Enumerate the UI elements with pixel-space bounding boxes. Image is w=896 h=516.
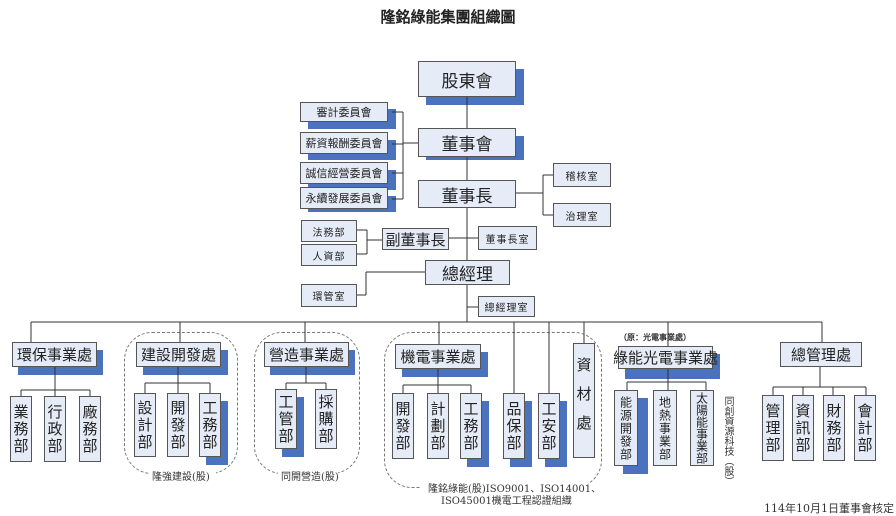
dept-safety[interactable]: 工安部 <box>538 393 560 459</box>
board-box[interactable]: 董事會 <box>418 128 516 157</box>
committee-sustainability[interactable]: 永續發展委員會 <box>300 187 388 209</box>
group-note-mep-iso-2: ISO45001機電工程認證組織 <box>441 496 572 507</box>
division-materials[interactable]: 資材處 <box>573 343 595 458</box>
dept-mep-development[interactable]: 開發部 <box>392 393 414 459</box>
dept-development[interactable]: 開發部 <box>167 393 189 457</box>
hr-dept-box[interactable]: 人資部 <box>301 244 357 266</box>
dept-geothermal[interactable]: 地熱事業部 <box>653 390 677 466</box>
dept-procurement[interactable]: 採購部 <box>315 389 337 449</box>
dept-env-plant[interactable]: 廠務部 <box>79 396 101 462</box>
legal-dept-box[interactable]: 法務部 <box>301 220 357 242</box>
dept-it[interactable]: 資訊部 <box>792 395 814 461</box>
committee-integrity[interactable]: 誠信經營委員會 <box>300 162 388 184</box>
dept-management[interactable]: 管理部 <box>762 395 784 461</box>
dept-solar[interactable]: 太陽能事業部 <box>690 390 714 466</box>
env-office-box[interactable]: 環管室 <box>301 284 357 307</box>
general-manager-box[interactable]: 總經理 <box>425 260 510 285</box>
dept-finance[interactable]: 財務部 <box>823 395 845 461</box>
dept-quality-assurance[interactable]: 品保部 <box>503 393 525 459</box>
audit-office-box[interactable]: 稽核室 <box>553 163 611 187</box>
committee-audit[interactable]: 審計委員會 <box>300 102 388 122</box>
committee-compensation[interactable]: 薪資報酬委員會 <box>300 132 388 154</box>
dept-env-sales[interactable]: 業務部 <box>10 396 32 462</box>
dept-energy-development[interactable]: 能源開發部 <box>614 390 638 466</box>
division-mep[interactable]: 機電事業處 <box>395 344 481 369</box>
dept-mep-planning[interactable]: 計劃部 <box>427 393 449 459</box>
green-former-name: （原：光電事業處） <box>619 332 691 342</box>
division-construction[interactable]: 營造事業處 <box>264 342 349 367</box>
dept-mep-engineering[interactable]: 工務部 <box>460 393 482 459</box>
vice-chairman-box[interactable]: 副董事長 <box>382 228 449 250</box>
division-env[interactable]: 環保事業處 <box>12 342 97 367</box>
dept-accounting[interactable]: 會計部 <box>854 395 876 461</box>
division-construction-dev[interactable]: 建設開發處 <box>136 342 221 367</box>
dept-env-admin[interactable]: 行政部 <box>44 396 66 462</box>
chart-title: 隆銘綠能集團組織圖 <box>380 8 516 26</box>
governance-office-box[interactable]: 治理室 <box>553 203 611 227</box>
division-green-energy[interactable]: 綠能光電事業處 <box>613 346 718 369</box>
group-note-longqiang: 隆強建設(股) <box>152 472 210 483</box>
dept-construction-mgmt[interactable]: 工管部 <box>275 389 297 449</box>
approval-footer: 114年10月1日董事會核定 <box>764 502 894 515</box>
chairman-office-box[interactable]: 董事長室 <box>478 226 537 250</box>
green-side-note: 同創資源科技（股） <box>722 396 733 486</box>
division-admin[interactable]: 總管理處 <box>780 342 862 367</box>
group-note-tongkai: 同開營造(股) <box>281 472 339 483</box>
chairman-box[interactable]: 董事長 <box>418 180 516 208</box>
shareholders-box[interactable]: 股東會 <box>418 61 516 97</box>
group-note-mep-iso-1: 隆銘綠能(股)ISO9001、ISO14001、 <box>428 484 602 495</box>
dept-engineering[interactable]: 工務部 <box>199 393 221 457</box>
dept-design[interactable]: 設計部 <box>134 393 156 457</box>
gm-office-box[interactable]: 總經理室 <box>478 296 535 317</box>
